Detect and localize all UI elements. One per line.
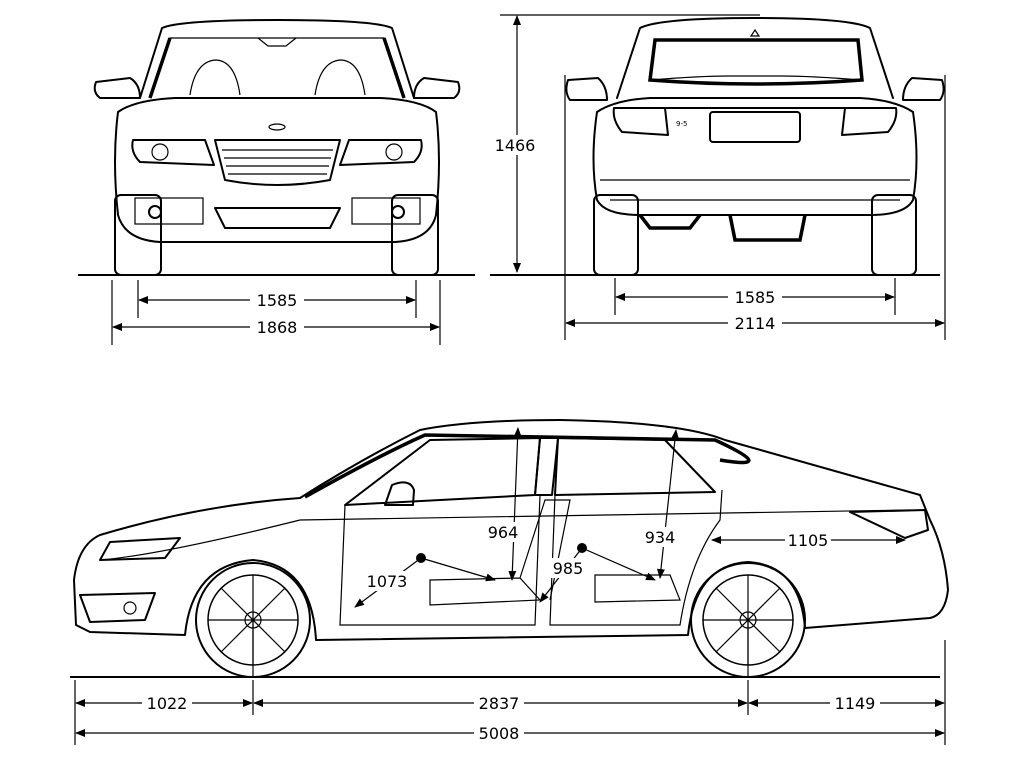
side-view: 964 934 1105 1073 985 1022 2837 1149 xyxy=(70,419,949,745)
front-door-window xyxy=(344,437,541,506)
front-view: 1585 1868 xyxy=(78,19,475,345)
left-fog-light xyxy=(148,205,162,219)
wheelbase-label: 2837 xyxy=(479,694,520,713)
front-grille xyxy=(214,139,341,186)
trunk-label: 1105 xyxy=(788,531,829,550)
rear-right-wheel xyxy=(871,194,917,276)
left-mirror xyxy=(565,77,608,101)
mirror-width-label: 2114 xyxy=(735,314,776,333)
model-badge: 9-5 xyxy=(676,120,687,128)
license-plate xyxy=(709,111,801,143)
front-cabin xyxy=(139,19,415,99)
side-body xyxy=(73,419,949,641)
overall-length-label: 5008 xyxy=(479,724,520,743)
rear-body xyxy=(592,97,918,216)
front-body xyxy=(114,97,440,243)
left-taillight xyxy=(612,107,669,136)
lower-intake xyxy=(214,207,341,229)
rear-legroom-label: 985 xyxy=(553,559,584,578)
side-mirror xyxy=(384,481,415,506)
front-overhang-label: 1022 xyxy=(147,694,188,713)
side-taillight xyxy=(849,509,929,539)
front-legroom-label: 1073 xyxy=(367,572,408,591)
rear-view: 1466 9-5 1585 2114 xyxy=(490,14,946,340)
rear-left-wheel xyxy=(593,194,639,276)
front-track-label: 1585 xyxy=(257,291,298,310)
right-taillight xyxy=(841,107,898,136)
side-fog-light xyxy=(79,592,156,623)
right-mirror xyxy=(902,77,945,101)
side-headlight xyxy=(99,537,181,561)
rear-headroom-label: 934 xyxy=(645,528,676,547)
right-headlight xyxy=(339,139,423,166)
rear-track-label: 1585 xyxy=(735,288,776,307)
rear-logo xyxy=(749,28,761,37)
front-headroom-label: 964 xyxy=(488,523,519,542)
rear-door-window xyxy=(554,437,716,496)
front-headroom-dimension xyxy=(508,427,522,581)
front-width-label: 1868 xyxy=(257,318,298,337)
front-badge xyxy=(268,123,286,131)
height-label: 1466 xyxy=(495,136,536,155)
rear-overhang-label: 1149 xyxy=(835,694,876,713)
right-fog-light xyxy=(391,205,405,219)
front-left-wheel xyxy=(114,194,162,276)
left-mirror xyxy=(93,77,141,99)
right-mirror xyxy=(413,77,461,99)
front-right-wheel xyxy=(391,194,439,276)
rear-cabin xyxy=(616,17,894,99)
rear-headroom-dimension xyxy=(656,429,680,579)
left-headlight xyxy=(131,139,215,166)
b-pillar xyxy=(534,437,559,496)
